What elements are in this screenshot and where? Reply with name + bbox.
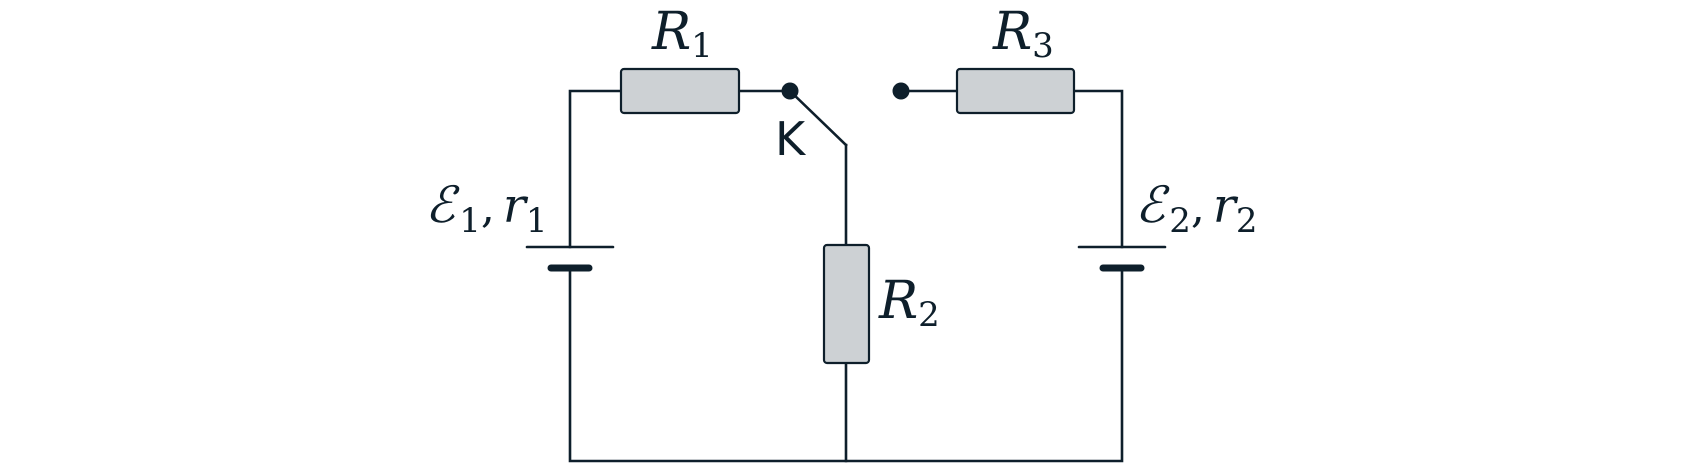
wire-left-top: [568, 89, 623, 249]
switch-pivot-node: [781, 82, 799, 100]
resistor-r3: [955, 67, 1076, 115]
label-source-1-r: r: [503, 178, 529, 234]
label-r3-sub: 3: [1032, 26, 1054, 66]
label-source-1-r-sub: 1: [526, 201, 548, 241]
resistor-r2: [822, 243, 871, 365]
label-source-2-emf-sub: 2: [1169, 201, 1191, 241]
switch-lever: [788, 89, 848, 147]
battery-left: [525, 245, 615, 272]
label-source-1-sep: ,: [481, 182, 495, 233]
battery-right: [1077, 245, 1167, 272]
label-source-2-emf: ℰ: [1135, 176, 1170, 234]
label-source-2-r-sub: 2: [1236, 201, 1258, 241]
wires: [568, 89, 1124, 463]
label-r3-main: R: [992, 2, 1032, 62]
label-r1: R1: [651, 2, 713, 66]
label-source-1-emf-sub: 1: [459, 201, 481, 241]
resistor-r1: [619, 67, 741, 115]
label-source-1-emf: ℰ: [425, 176, 460, 234]
label-source-2-r: r: [1213, 178, 1239, 234]
label-switch: K: [775, 112, 807, 166]
label-r2: R2: [878, 271, 940, 335]
wire-r3-to-right: [1072, 89, 1124, 249]
label-r3: R3: [992, 2, 1054, 66]
label-r2-sub: 2: [918, 295, 940, 335]
label-source-2-sep: ,: [1191, 182, 1205, 233]
label-r2-main: R: [878, 271, 918, 331]
label-r1-main: R: [651, 2, 691, 62]
switch-contact-node: [892, 82, 910, 100]
label-r1-sub: 1: [691, 26, 713, 66]
